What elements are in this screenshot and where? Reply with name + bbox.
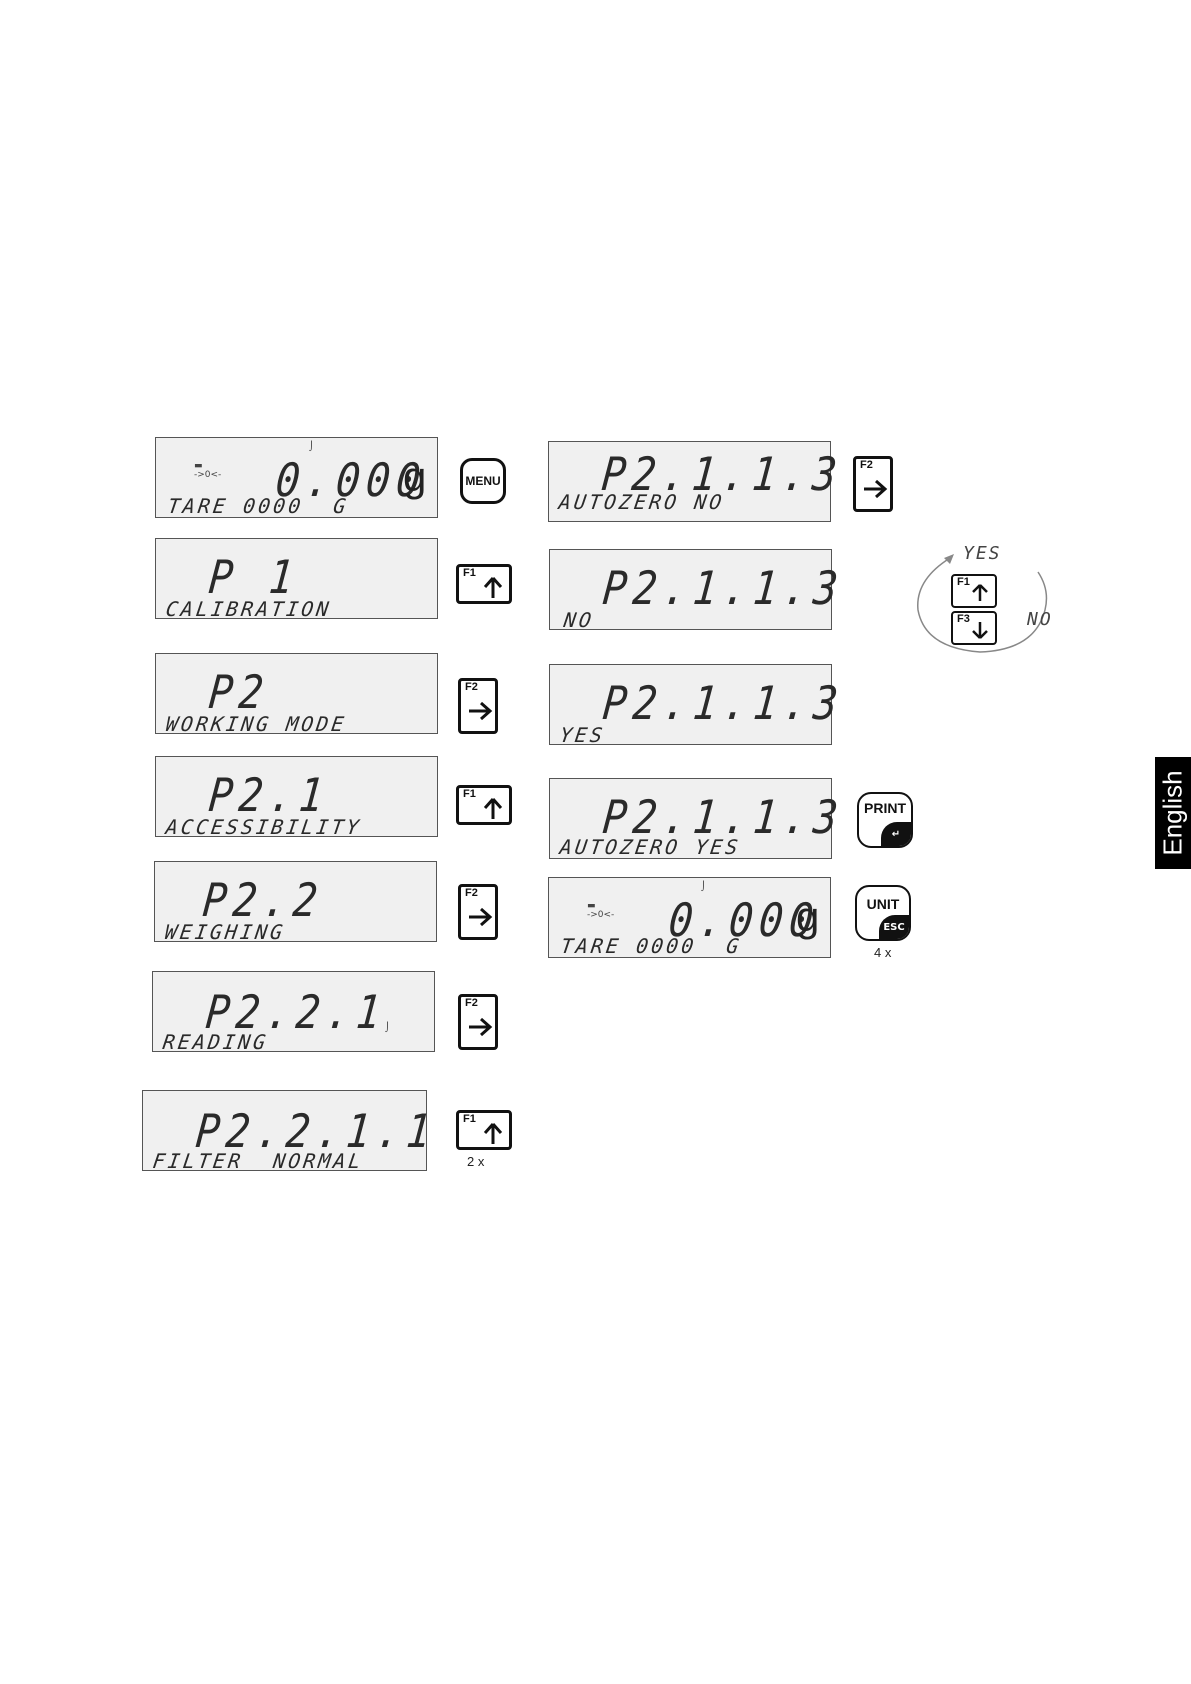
arrow-up-icon [483, 577, 503, 598]
arrow-right-icon [469, 701, 493, 721]
lcd-display-yes: P2.1.1.3 YES [549, 664, 846, 747]
arrow-up-icon [483, 798, 503, 819]
lcd-display-tare: ▬->0<- ⌡ 0.000 g TARE 0000 G [155, 437, 438, 518]
lcd-display-p2-1: P2.1 ACCESSIBILITY [155, 756, 438, 839]
lcd-sub-text: FILTER NORMAL [151, 1149, 366, 1173]
lcd-sub-text: WEIGHING [163, 920, 288, 944]
lcd-display-p2-2-1-1: P2.2.1.1 FILTER NORMAL [142, 1090, 439, 1173]
f2-label: F2 [465, 887, 478, 899]
arrow-right-icon [864, 479, 888, 499]
lcd-unit: g [796, 893, 820, 940]
lcd-main-value: P2.1.1.3 [600, 562, 846, 616]
lcd-display-autozero-no: P2.1.1.3 AUTOZERO NO [548, 441, 845, 522]
lcd-unit: g [403, 453, 427, 500]
lcd-main-value: P 1 [206, 551, 302, 605]
lcd-display-p1: P 1 CALIBRATION [155, 538, 438, 621]
arrow-right-icon [469, 907, 493, 927]
lcd-sub-text: WORKING MODE [164, 712, 349, 736]
f1-up-key[interactable]: F1 [456, 1110, 512, 1150]
lcd-main-value: P2.2 [200, 874, 326, 928]
press-count: 2 x [467, 1154, 485, 1169]
lcd-sub-text: CALIBRATION [164, 597, 334, 621]
lcd-sub-text: TARE 0000 G [559, 934, 744, 958]
arrow-up-icon [483, 1123, 503, 1144]
f2-right-key[interactable]: F2 [458, 678, 498, 734]
f2-right-key[interactable]: F2 [458, 994, 498, 1050]
press-count: 4 x [874, 945, 892, 960]
menu-key[interactable]: MENU [460, 458, 506, 504]
unit-esc-key[interactable]: UNIT ESC [855, 885, 911, 941]
language-tab: English [1155, 757, 1191, 869]
lcd-sub-text: AUTOZERO NO [557, 490, 727, 514]
arrow-down-icon [972, 622, 988, 639]
cycle-yes-label: YES [963, 543, 1002, 564]
cycle-arrow-icon [917, 554, 1048, 653]
lcd-main-value: P2.1 [206, 769, 332, 823]
f1-up-key[interactable]: F1 [456, 785, 512, 825]
arrow-up-icon [972, 584, 988, 601]
print-label: PRINT [864, 800, 906, 816]
f2-label: F2 [465, 681, 478, 693]
f1-up-key[interactable]: F1 [456, 564, 512, 604]
unit-label: UNIT [866, 896, 900, 912]
f2-label: F2 [860, 459, 873, 471]
lcd-sub-text: TARE 0000 G [166, 494, 351, 518]
f1-label: F1 [463, 788, 476, 800]
f1-label: F1 [463, 1113, 476, 1125]
lcd-sub-text: READING [161, 1030, 270, 1054]
f2-right-key[interactable]: F2 [853, 456, 893, 512]
f1-label: F1 [463, 567, 476, 579]
lcd-sub-text: ACCESSIBILITY [164, 815, 364, 839]
lcd-display-tare: ▬->0<- ⌡ 0.000 g TARE 0000 G [548, 877, 831, 958]
enter-icon: ↵ [881, 822, 911, 846]
lcd-display-p2: P2 WORKING MODE [155, 653, 438, 736]
f3-down-key[interactable]: F3 [951, 611, 997, 645]
lcd-display-no: P2.1.1.3 NO [549, 549, 846, 632]
f2-label: F2 [465, 997, 478, 1009]
f1-up-key[interactable]: F1 [951, 574, 997, 608]
lcd-display-p2-2-1: P2.2.1 ⌡ READING [152, 971, 435, 1054]
lcd-main-value: P2.1.1.3 [600, 677, 846, 731]
cycle-no-label: NO [1027, 609, 1053, 630]
lcd-main-value: P2 [206, 666, 272, 720]
lcd-sub-text: NO [562, 608, 596, 632]
lcd-sub-text: AUTOZERO YES [558, 835, 743, 859]
lcd-sub-text: YES [558, 723, 607, 747]
capacity-icon: ⌡ [309, 442, 314, 452]
stability-icon: ▬->0<- [194, 461, 222, 480]
stability-icon: ▬->0<- [587, 901, 615, 920]
language-label: English [1157, 770, 1188, 856]
f2-right-key[interactable]: F2 [458, 884, 498, 940]
arrow-right-icon [469, 1017, 493, 1037]
capacity-icon: ⌡ [701, 882, 706, 892]
esc-label: ESC [879, 915, 909, 939]
f3-label: F3 [957, 613, 970, 625]
f1-label: F1 [957, 576, 970, 588]
lcd-display-autozero-yes: P2.1.1.3 AUTOZERO YES [549, 778, 846, 859]
print-enter-key[interactable]: PRINT ↵ [857, 792, 913, 848]
lcd-display-p2-2: P2.2 WEIGHING [154, 861, 437, 944]
capacity-icon: ⌡ [385, 1023, 390, 1033]
